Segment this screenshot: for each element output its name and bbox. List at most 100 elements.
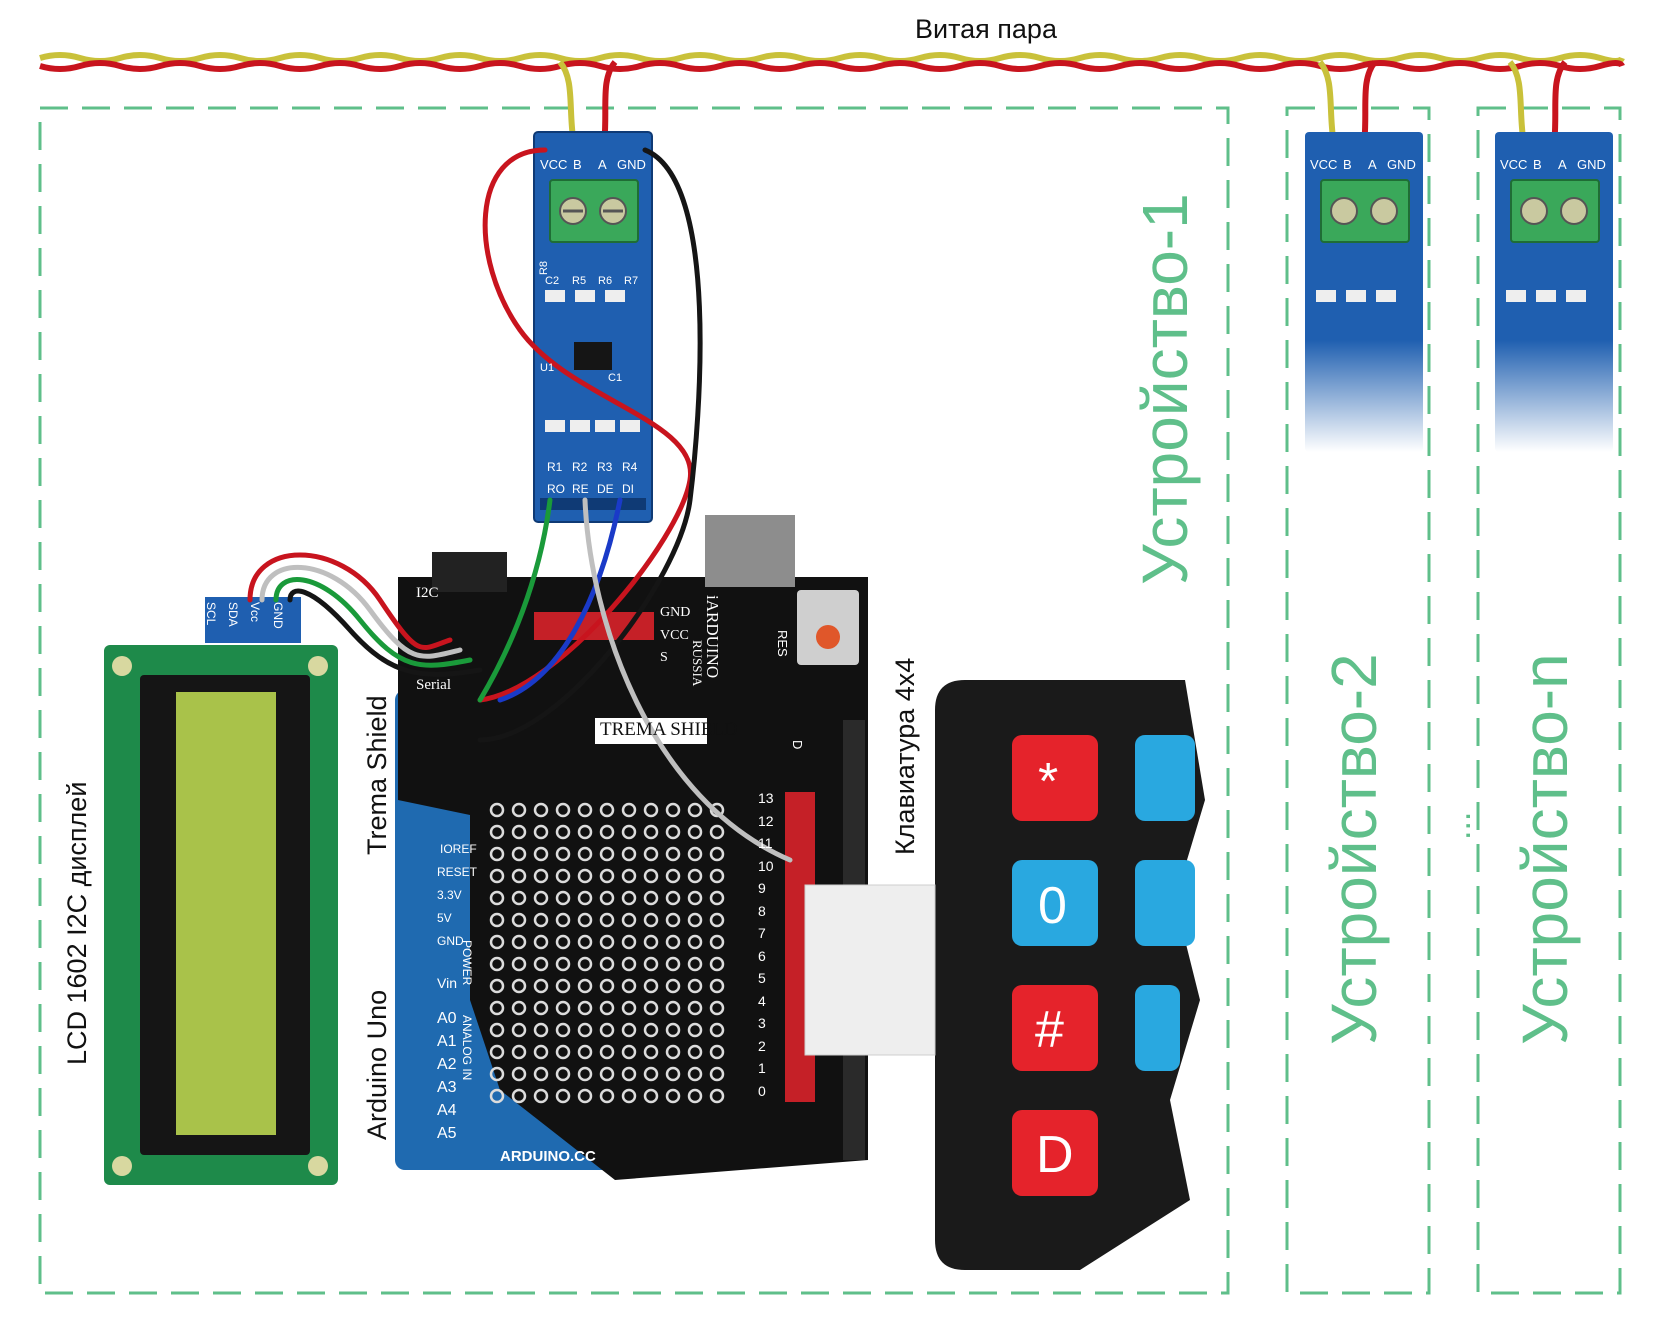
rs485-module-1 [533,131,653,523]
proto-hole [555,912,571,928]
proto-hole [511,1044,527,1060]
rs485-vcc-pin: VCC [540,157,568,172]
proto-hole [511,802,527,818]
proto-hole [555,1022,571,1038]
proto-hole [709,846,725,862]
proto-hole [621,868,637,884]
rs485-gnd-pin: GND [617,157,646,172]
device-2-frame [1285,106,1431,1295]
proto-hole [489,934,505,950]
shield-analog-label: ANALOG IN [460,1015,474,1081]
proto-hole [489,1044,505,1060]
proto-hole [621,846,637,862]
proto-hole [621,956,637,972]
proto-hole [489,956,505,972]
shield-gnd-label: GND [660,605,691,620]
proto-hole [511,868,527,884]
proto-hole [687,846,703,862]
shield-s-label: S [660,650,668,665]
proto-hole [709,956,725,972]
shield-res-label: RES [775,630,790,657]
proto-hole [687,824,703,840]
shield-brand: iARDUINO [703,595,722,679]
proto-hole [577,978,593,994]
proto-hole [511,934,527,950]
rs485-part-r6: R6 [598,275,613,287]
proto-hole [665,1000,681,1016]
trema-shield-board [398,515,868,1180]
shield-a5: A5 [437,1125,457,1142]
proto-hole [665,956,681,972]
proto-hole [489,846,505,862]
proto-hole [577,1088,593,1104]
proto-hole [555,890,571,906]
rs485-a-pin: A [598,157,607,172]
proto-hole [665,846,681,862]
proto-hole [577,912,593,928]
rs485-n-b-pin: B [1533,157,1542,172]
proto-hole [489,1022,505,1038]
rs485-re-pin: RE [572,482,589,496]
digital-pin-label: 13 [758,790,774,806]
proto-hole [577,802,593,818]
proto-hole [643,868,659,884]
proto-hole [665,1088,681,1104]
proto-hole [599,956,615,972]
proto-hole [533,956,549,972]
proto-hole [687,1022,703,1038]
proto-hole [555,846,571,862]
proto-hole [533,1022,549,1038]
proto-hole [665,802,681,818]
proto-hole [555,1000,571,1016]
proto-hole [621,912,637,928]
lcd-sda-pin: SDA [226,602,240,627]
shield-a0: A0 [437,1010,457,1027]
proto-hole [599,1044,615,1060]
proto-hole [533,890,549,906]
shield-label: Trema Shield [362,695,392,855]
proto-hole [599,846,615,862]
twisted-pair-bus [39,52,1625,146]
proto-hole [621,802,637,818]
proto-hole [687,1000,703,1016]
proto-hole [577,824,593,840]
rs485-module-2 [1305,132,1423,452]
shield-country: RUSSIA [690,640,705,687]
proto-hole [577,956,593,972]
proto-hole [555,978,571,994]
proto-hole [489,1066,505,1082]
proto-hole [599,802,615,818]
proto-hole [643,978,659,994]
proto-hole [555,1088,571,1104]
proto-hole [599,824,615,840]
key-d: D [1036,1126,1074,1184]
proto-hole [643,824,659,840]
twisted-pair-label: Витая пара [915,14,1057,44]
proto-hole [599,1022,615,1038]
shield-site: ARDUINO.CC [500,1148,596,1165]
proto-hole [643,802,659,818]
proto-hole [489,890,505,906]
proto-hole [533,1088,549,1104]
proto-hole [643,1066,659,1082]
digital-pin-label: 0 [758,1082,766,1099]
proto-hole [511,1000,527,1016]
proto-hole [665,868,681,884]
rs485-part-c2: C2 [545,275,560,287]
proto-hole [555,1044,571,1060]
rs485-2-vcc-pin: VCC [1310,157,1338,172]
proto-hole [621,824,637,840]
lcd-label: LCD 1602 I2C дисплей [62,781,92,1065]
proto-hole [599,868,615,884]
proto-hole [599,978,615,994]
proto-hole [687,912,703,928]
rs485-2-gnd-pin: GND [1387,157,1416,172]
proto-hole [555,802,571,818]
proto-hole [621,1022,637,1038]
proto-hole [555,824,571,840]
lcd-1602-module [104,597,338,1185]
proto-hole [577,1066,593,1082]
proto-hole [643,1022,659,1038]
proto-hole [577,1022,593,1038]
proto-hole [665,1044,681,1060]
